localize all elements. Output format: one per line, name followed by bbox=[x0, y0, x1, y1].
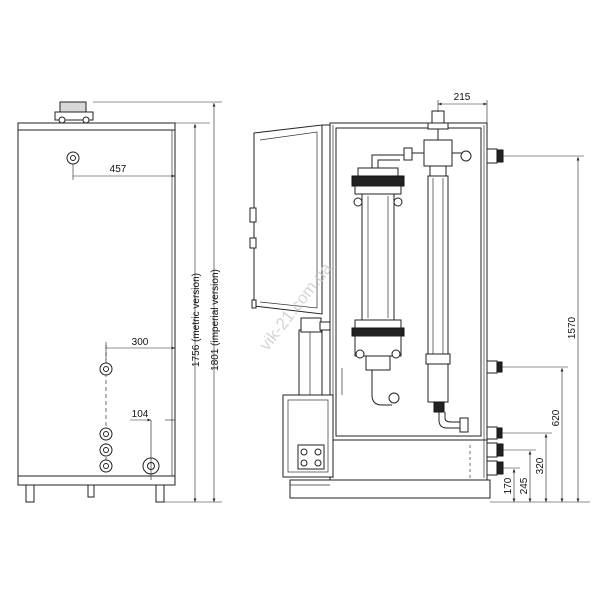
left-filter-housing bbox=[351, 154, 410, 406]
top-connector bbox=[50, 101, 100, 124]
pump-assembly bbox=[282, 317, 334, 478]
tank-body bbox=[17, 122, 176, 486]
side-connections bbox=[486, 148, 504, 476]
height-metric-label: 1756 (metric version) bbox=[191, 273, 202, 367]
dimension-457: 457 bbox=[72, 164, 175, 180]
tank-side-view bbox=[17, 101, 176, 503]
port-column bbox=[99, 345, 160, 480]
dimension-620: 620 bbox=[502, 366, 568, 502]
dim-620-label: 620 bbox=[551, 409, 562, 426]
dimension-1570: 1570 bbox=[503, 155, 584, 502]
open-door bbox=[249, 124, 330, 315]
cabinet-front-view bbox=[249, 110, 504, 499]
right-uv-column bbox=[403, 139, 472, 433]
dim-320-label: 320 bbox=[535, 457, 546, 474]
dimension-height-imperial: 1801 (imperial version) bbox=[93, 101, 222, 503]
cabinet-base bbox=[289, 479, 491, 499]
dim-245-label: 245 bbox=[519, 477, 530, 494]
dimension-245: 245 bbox=[503, 449, 536, 502]
dimension-170: 170 bbox=[503, 467, 520, 502]
dim-215-label: 215 bbox=[454, 92, 471, 103]
dimension-300: 300 bbox=[105, 337, 175, 360]
dimension-320: 320 bbox=[502, 432, 552, 502]
tank-feet bbox=[20, 484, 172, 503]
dim-300-label: 300 bbox=[132, 337, 149, 348]
dimension-104: 104 bbox=[130, 409, 175, 422]
dim-1570-label: 1570 bbox=[567, 316, 578, 339]
sensor-port bbox=[66, 151, 80, 165]
dim-104-label: 104 bbox=[132, 409, 149, 420]
dim-457-label: 457 bbox=[110, 164, 127, 175]
height-imperial-label: 1801 (imperial version) bbox=[210, 269, 221, 371]
dim-170-label: 170 bbox=[503, 477, 514, 494]
dimension-215: 215 bbox=[437, 92, 488, 123]
dimension-height-metric: 1756 (metric version) bbox=[175, 122, 210, 502]
